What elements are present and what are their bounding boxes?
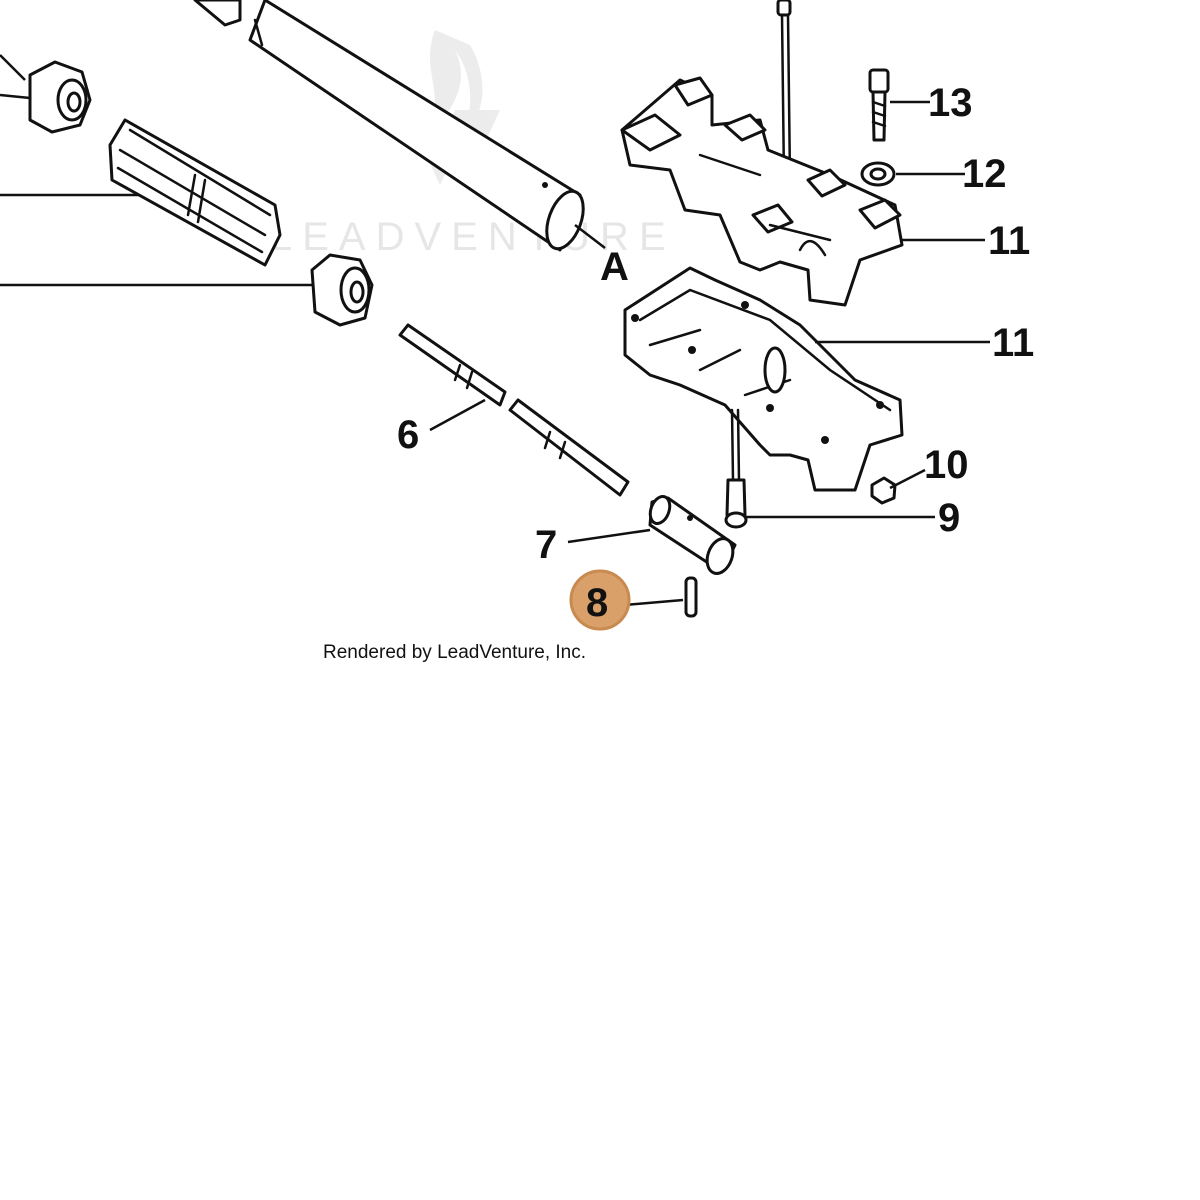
- callout-11-bottom: 11: [992, 321, 1034, 365]
- callout-13: 13: [928, 81, 973, 125]
- part-8-pin: [624, 576, 698, 618]
- callout-11-top: 11: [988, 219, 1030, 263]
- callout-9: 9: [938, 496, 960, 540]
- part-11-upper-cap: 11: [620, 76, 1030, 307]
- main-tube: A: [193, 0, 629, 289]
- watermark-text: LEADVENTURE: [270, 215, 676, 259]
- left-parts: [0, 54, 374, 327]
- part-12-washer: 12: [860, 152, 1007, 196]
- part-10-nut: 10: [870, 443, 969, 505]
- callout-6: 6: [397, 413, 419, 457]
- part-9-bolt: 9: [724, 408, 960, 540]
- callout-7: 7: [535, 523, 557, 567]
- ref-a-label: A: [600, 245, 629, 289]
- part-7-sleeve: 7: [535, 494, 737, 575]
- callout-8-badge[interactable]: 8: [569, 569, 631, 631]
- callout-8[interactable]: 8: [586, 581, 608, 625]
- part-6-shafts: 6: [397, 323, 630, 497]
- callout-8-highlight: [569, 569, 631, 631]
- part-11-lower-housing: 11: [623, 266, 1034, 492]
- credit-text: Rendered by LeadVenture, Inc.: [323, 642, 586, 663]
- callout-12: 12: [962, 152, 1007, 196]
- part-13-bolt: 13: [868, 68, 973, 142]
- callout-10: 10: [924, 443, 969, 487]
